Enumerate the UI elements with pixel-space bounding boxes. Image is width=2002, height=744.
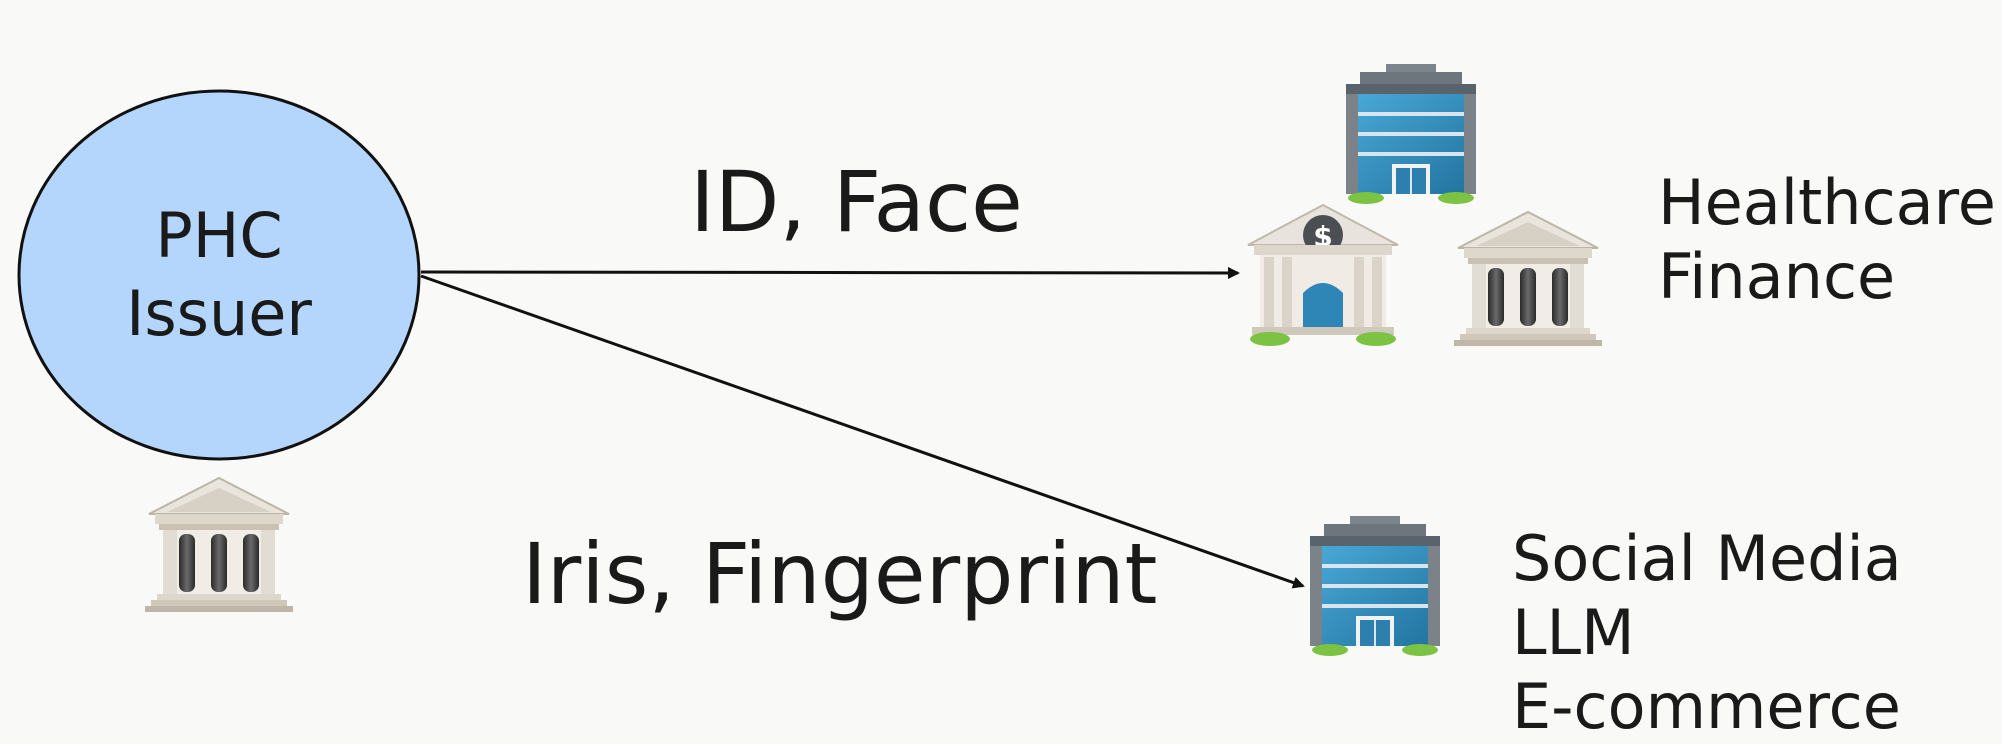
- edge-label-bottom: Iris, Fingerprint: [522, 525, 1158, 623]
- sector-label: Social Media: [1512, 522, 1902, 595]
- edge-label-top: ID, Face: [690, 153, 1023, 251]
- office-building-icon: [1345, 63, 1477, 205]
- sector-list-top: Healthcare Finance: [1658, 166, 1996, 314]
- institution-icon: [144, 477, 294, 613]
- bank-dollar-icon: [1247, 204, 1399, 347]
- issuer-line-1: PHC: [155, 199, 283, 272]
- edge-arrow-top: [420, 266, 1240, 279]
- issuer-node: [17, 89, 421, 461]
- sector-label: Finance: [1658, 240, 1896, 313]
- sector-list-bottom: Social Media LLM E-commerce: [1512, 522, 1902, 744]
- edge-arrow-bottom: [420, 274, 1305, 589]
- office-building-icon: [1309, 515, 1441, 657]
- institution-icon: [1453, 211, 1603, 347]
- issuer-line-2: Issuer: [126, 277, 312, 350]
- sector-label: E-commerce: [1512, 670, 1901, 743]
- sector-label: Healthcare: [1658, 166, 1996, 239]
- sector-label: LLM: [1512, 596, 1635, 669]
- issuer-label: PHC Issuer: [18, 90, 420, 460]
